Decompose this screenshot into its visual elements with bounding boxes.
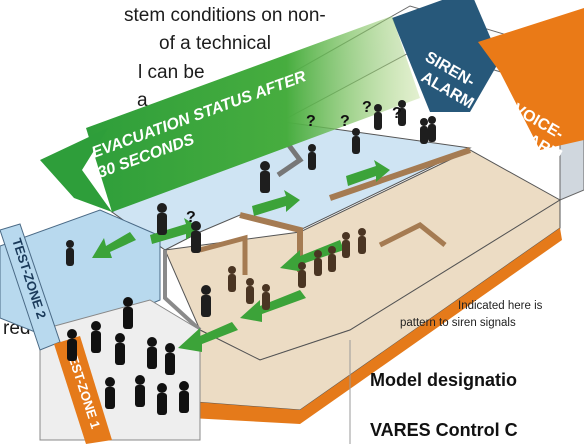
question-mark-1: ? <box>306 113 316 130</box>
vares-control-heading: VARES Control C <box>370 420 518 440</box>
people-lower-hall <box>228 228 366 310</box>
voice-alarm-banner <box>478 8 584 150</box>
model-designation-heading: Model designatio <box>370 370 518 390</box>
test-zone-2-strip <box>0 223 61 351</box>
caption-line-1: Indicated here is <box>458 300 543 312</box>
people-silhouettes <box>66 100 436 317</box>
question-mark-4: ? <box>392 105 402 122</box>
siren-alarm-banner <box>392 0 500 112</box>
people-group-zone-1 <box>67 297 189 415</box>
interior-wall-e <box>378 222 447 248</box>
test-zone-1-strip <box>54 336 112 444</box>
floor-arrow-3 <box>346 160 390 186</box>
caption-line-2: pattern to siren signals <box>400 317 516 329</box>
floor-arrow-2 <box>252 190 300 216</box>
body-text-line-3: l can be <box>138 62 205 83</box>
floor-arrow-1 <box>150 218 200 244</box>
evacuation-arrow-band <box>86 16 420 212</box>
body-text-line-4: a <box>137 90 148 111</box>
interior-wall-b <box>329 147 471 201</box>
floor-arrow-5 <box>240 290 306 322</box>
floor-arrow-6 <box>178 322 238 352</box>
evacuation-arrow-chevron <box>40 128 112 212</box>
floor-arrow-7 <box>92 232 136 258</box>
interior-wall-f <box>163 250 202 332</box>
body-text-line-2: of a technical <box>159 33 271 54</box>
question-mark-2: ? <box>340 113 350 130</box>
body-text-line-1: stem conditions on non- <box>124 5 326 26</box>
floor-arrow-4 <box>280 240 344 272</box>
question-mark-3: ? <box>362 99 372 116</box>
interior-wall-d <box>199 234 248 275</box>
question-mark-5: ? <box>186 209 196 226</box>
